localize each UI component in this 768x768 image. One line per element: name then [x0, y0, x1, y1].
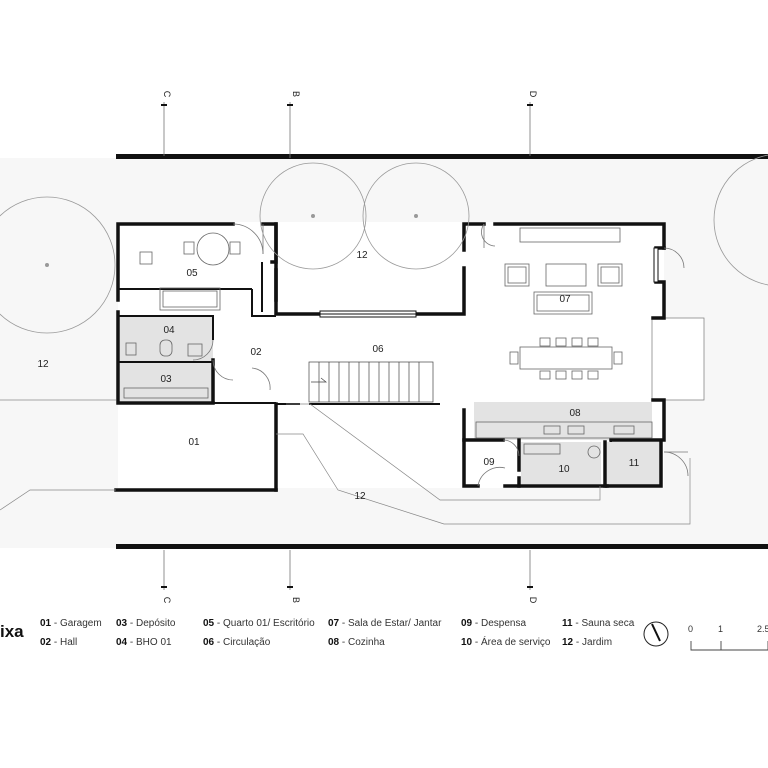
round-table — [196, 232, 230, 266]
legend-item-11: 11 - Sauna seca — [562, 618, 635, 629]
north-arrow-circle — [643, 621, 669, 647]
shelf-03 — [123, 387, 209, 399]
room-label-08: 08 — [569, 408, 581, 419]
legend-item-07: 07 - Sala de Estar/ Jantar — [328, 618, 442, 629]
garden-paths — [0, 399, 691, 525]
toilet-04 — [159, 339, 173, 357]
tree-1 — [0, 196, 116, 334]
room-label-02: 02 — [250, 347, 262, 358]
room-label-01: 01 — [188, 437, 200, 448]
wet-areas — [120, 317, 661, 487]
dining-table — [519, 346, 613, 370]
legend-item-06: 06 - Circulação — [203, 637, 271, 648]
legend-item-02: 02 - Hall — [40, 637, 78, 648]
room-label-12-bottom: 12 — [354, 491, 366, 502]
scale-tick-1: 1 — [718, 624, 724, 634]
bed-sofa — [159, 287, 221, 311]
legend-item-01: 01 - Garagem — [40, 618, 102, 629]
room-label-03: 03 — [160, 374, 172, 385]
stair — [308, 361, 434, 403]
tree-4 — [713, 154, 768, 286]
exterior-walls — [114, 222, 666, 492]
scale-tick-2: 2.5 — [757, 624, 768, 634]
axis-bottom-d: D — [528, 597, 538, 604]
windows — [319, 247, 659, 318]
trees — [0, 154, 768, 334]
desk-chair-1 — [139, 251, 153, 265]
room-label-07: 07 — [559, 294, 571, 305]
axis-markers — [163, 102, 531, 590]
room-label-12-top: 12 — [356, 250, 368, 261]
legend-item-09: 09 - Despensa — [461, 618, 527, 629]
sauna-11-fill — [607, 442, 661, 487]
armchair-2 — [597, 263, 623, 287]
boundary-walls — [116, 154, 768, 549]
legend-item-12: 12 - Jardim — [562, 637, 613, 648]
axis-tags — [161, 104, 533, 588]
coffee-table — [545, 263, 587, 287]
chair-3 — [229, 241, 241, 255]
axis-top-c: C — [162, 91, 172, 98]
bathroom-04-fill — [120, 317, 213, 361]
legend-item-04: 04 - BHO 01 — [116, 637, 172, 648]
tree-3 — [362, 162, 470, 270]
sink-04 — [125, 342, 137, 356]
legend-item-03: 03 - Depósito — [116, 618, 176, 629]
axis-top-b: B — [291, 91, 301, 97]
legend-item-08: 08 - Cozinha — [328, 637, 385, 648]
room-label-05: 05 — [186, 268, 198, 279]
room-label-04: 04 — [163, 325, 175, 336]
scale-tick-0: 0 — [688, 624, 694, 634]
furniture — [123, 227, 653, 459]
axis-top-d: D — [528, 91, 538, 98]
door-swings — [192, 223, 689, 487]
scale-bar — [690, 641, 768, 651]
legend-item-05: 05 - Quarto 01/ Escritório — [203, 618, 315, 629]
laundry-10-fill — [521, 442, 601, 484]
sofa-back — [519, 227, 621, 243]
drawing-title: ixa — [0, 622, 24, 641]
room-label-10: 10 — [558, 464, 570, 475]
axis-bottom-c: C — [162, 597, 172, 604]
room-label-09: 09 — [483, 457, 495, 468]
tree-2 — [259, 162, 367, 270]
room-label-06: 06 — [372, 344, 384, 355]
room-label-12-left: 12 — [37, 359, 49, 370]
north-arrow-icon — [651, 623, 661, 642]
kitchen-counter — [475, 421, 653, 439]
washer — [587, 445, 601, 459]
chair-2 — [183, 241, 195, 255]
living-terrace — [651, 317, 705, 401]
legend-item-10: 10 - Área de serviço — [461, 637, 551, 648]
sofa-07 — [533, 291, 593, 315]
room-label-11: 11 — [629, 458, 640, 469]
laundry-sink — [523, 443, 561, 455]
storage-03-fill — [120, 363, 213, 401]
armchair-1 — [504, 263, 530, 287]
shower-04 — [187, 343, 203, 357]
axis-bottom-b: B — [291, 597, 301, 603]
